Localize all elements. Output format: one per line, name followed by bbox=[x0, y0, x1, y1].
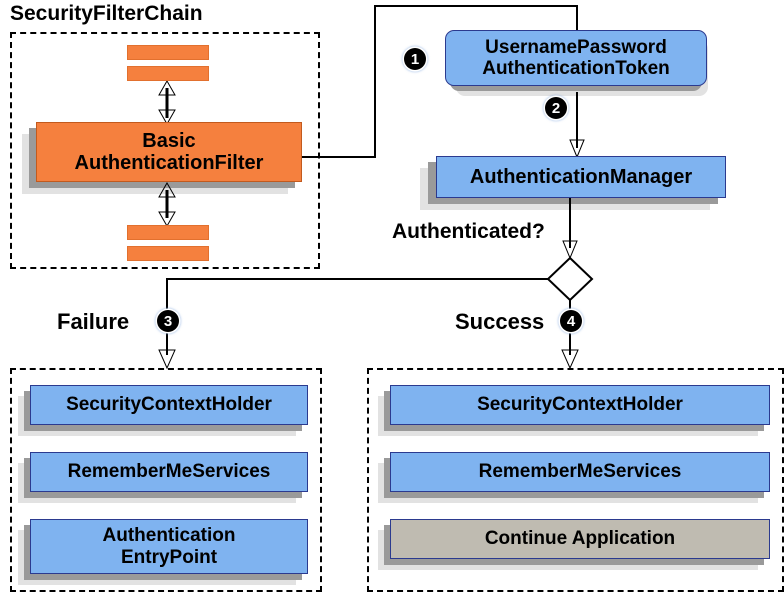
filter-bar-bottom-2 bbox=[127, 246, 209, 261]
node-failure-remember-me-services[interactable]: RememberMeServices bbox=[30, 452, 308, 492]
arrowhead-failure-in bbox=[158, 349, 176, 370]
badge-3: 3 bbox=[157, 310, 179, 332]
node-success-remember-me-services[interactable]: RememberMeServices bbox=[390, 452, 770, 492]
badge-4: 4 bbox=[560, 310, 582, 332]
node-basic-authentication-filter[interactable]: Basic AuthenticationFilter bbox=[36, 122, 302, 182]
filter-bar-bottom-1 bbox=[127, 225, 209, 240]
node-failure-authentication-entry-point[interactable]: Authentication EntryPoint bbox=[30, 519, 308, 574]
node-failure-security-context-holder[interactable]: SecurityContextHolder bbox=[30, 385, 308, 425]
token-line2: AuthenticationToken bbox=[482, 58, 670, 79]
filter-chain-title: SecurityFilterChain bbox=[10, 2, 203, 25]
success-label: Success bbox=[455, 309, 545, 334]
failure-entry-point-line1: Authentication bbox=[102, 525, 236, 547]
badge-1: 1 bbox=[404, 48, 426, 70]
decision-diamond bbox=[546, 256, 594, 302]
failure-label: Failure bbox=[57, 309, 130, 334]
arrowhead-decision-in bbox=[562, 240, 578, 260]
success-security-context-holder-label: SecurityContextHolder bbox=[477, 394, 683, 416]
node-authentication-manager[interactable]: AuthenticationManager bbox=[436, 156, 726, 198]
failure-remember-me-services-label: RememberMeServices bbox=[67, 461, 271, 483]
failure-security-context-holder-label: SecurityContextHolder bbox=[66, 394, 272, 416]
filter-bar-top-1 bbox=[127, 45, 209, 60]
token-line1: UsernamePassword bbox=[485, 36, 667, 58]
success-remember-me-services-label: RememberMeServices bbox=[478, 461, 682, 483]
filter-bar-top-2 bbox=[127, 66, 209, 81]
badge-2: 2 bbox=[545, 97, 567, 119]
failure-entry-point-line2: EntryPoint bbox=[120, 546, 218, 568]
node-success-continue-application[interactable]: Continue Application bbox=[390, 519, 770, 559]
arrowhead-manager-in bbox=[569, 139, 585, 159]
node-success-security-context-holder[interactable]: SecurityContextHolder bbox=[390, 385, 770, 425]
basic-auth-filter-line1: Basic bbox=[142, 129, 196, 152]
authenticated-question-label: Authenticated? bbox=[392, 220, 545, 243]
basic-auth-filter-line2: AuthenticationFilter bbox=[74, 152, 264, 174]
node-username-password-authentication-token[interactable]: UsernamePassword AuthenticationToken bbox=[445, 30, 707, 86]
success-continue-application-label: Continue Application bbox=[484, 528, 676, 550]
authentication-manager-label: AuthenticationManager bbox=[469, 165, 693, 188]
arrowhead-success-in bbox=[561, 349, 579, 370]
node-token-text: UsernamePassword AuthenticationToken bbox=[482, 37, 670, 80]
failure-authentication-entry-point-text: Authentication EntryPoint bbox=[103, 525, 236, 568]
node-basic-authentication-filter-text: Basic AuthenticationFilter bbox=[75, 130, 264, 175]
